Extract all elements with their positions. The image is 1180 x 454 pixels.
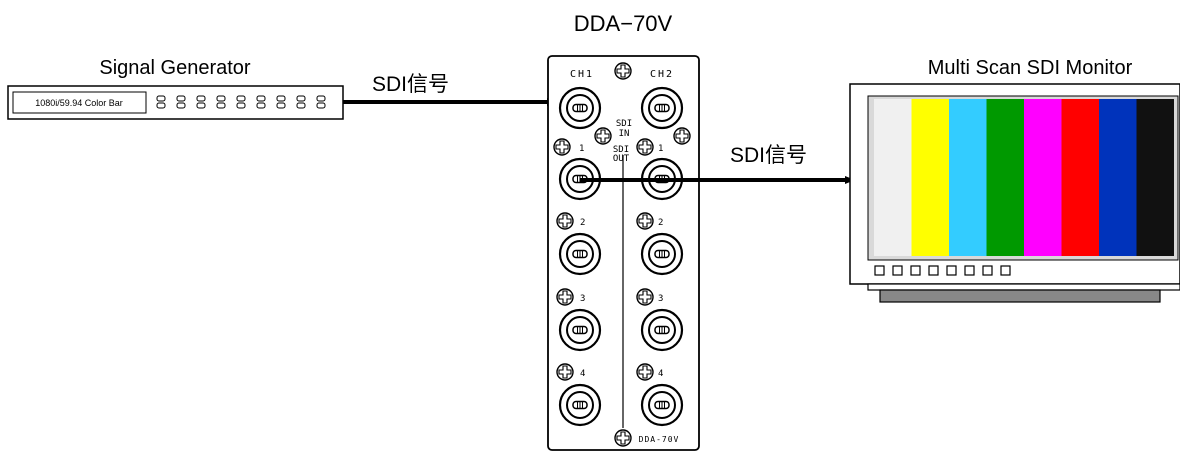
output-number-1-left: 1 [579,144,584,154]
color-bar [986,99,1024,256]
output-number-1-right: 1 [658,144,663,154]
sdi-out-label-line2: OUT [613,154,630,164]
top-screw-icon [614,62,632,80]
color-bar [1136,99,1174,256]
sdi-in-label-line2: IN [619,129,630,139]
color-bar [911,99,949,256]
signal-generator-display [12,91,147,114]
color-bars [874,99,1174,256]
screw-icon [594,127,612,145]
screw-icon [556,288,574,306]
color-bar [949,99,987,256]
input-signal-label: SDI信号 [372,73,449,96]
dda-70v-device: DDA−70V CH1 CH2 SDI IN SDI OUT 1 1 2 2 3 [547,11,700,451]
color-bar [1061,99,1099,256]
monitor-stand-top [867,283,1180,291]
output-connection: SDI信号 [580,144,855,184]
signal-generator-title: Signal Generator [99,57,251,79]
ch1-label: CH1 [570,69,594,80]
monitor-buttons [874,265,1011,276]
signal-generator-display-text: 1080i/59.94 Color Bar [35,98,123,108]
ch2-input-bnc-connector-icon [640,86,684,130]
ch1-output-3-bnc-connector-icon [558,308,602,352]
screw-icon [636,138,654,156]
output-number-3-left: 3 [580,294,585,304]
device-title: DDA−70V [574,11,673,36]
screw-icon [636,288,654,306]
sdi-out-label-line1: SDI [613,145,629,155]
ch2-output-2-bnc-connector-icon [640,232,684,276]
output-signal-label: SDI信号 [730,144,807,167]
bottom-screw-icon [614,429,632,447]
output-number-4-left: 4 [580,369,585,379]
ch2-output-3-bnc-connector-icon [640,308,684,352]
output-number-2-right: 2 [658,218,663,228]
screw-icon [673,127,691,145]
color-bar [1099,99,1137,256]
sdi-in-label-line1: SDI [616,119,632,129]
screw-icon [556,363,574,381]
screw-icon [636,212,654,230]
model-label: DDA-70V [639,435,680,444]
ch1-output-4-bnc-connector-icon [558,383,602,427]
input-connection: SDI信号 [343,73,557,106]
ch1-input-bnc-connector-icon [558,86,602,130]
monitor-title: Multi Scan SDI Monitor [928,57,1133,79]
screw-icon [556,212,574,230]
ch2-output-4-bnc-connector-icon [640,383,684,427]
signal-generator: Signal Generator 1080i/59.94 Color Bar [7,57,344,120]
ch2-label: CH2 [650,69,674,80]
monitor-stand-base [879,289,1161,303]
screw-icon [636,363,654,381]
screw-icon [553,138,571,156]
output-number-3-right: 3 [658,294,663,304]
multi-scan-sdi-monitor: Multi Scan SDI Monitor [849,57,1180,303]
output-number-4-right: 4 [658,369,663,379]
color-bar [1024,99,1062,256]
color-bar [874,99,912,256]
ch1-output-2-bnc-connector-icon [558,232,602,276]
output-number-2-left: 2 [580,218,585,228]
